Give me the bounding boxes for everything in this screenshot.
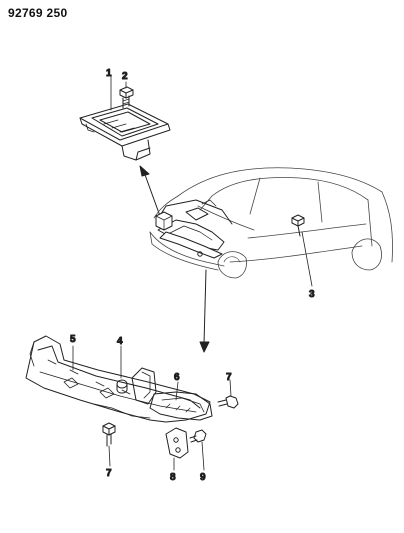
bushing bbox=[116, 345, 128, 394]
arrow-to-tray bbox=[139, 165, 161, 217]
crossmember-bracket bbox=[131, 367, 157, 405]
callout-2: 2 bbox=[122, 71, 128, 82]
callout-7-right: 7 bbox=[226, 372, 232, 383]
crossmember-bolt-left bbox=[102, 422, 116, 467]
plate-bolt bbox=[189, 429, 207, 471]
callout-6: 6 bbox=[174, 372, 180, 383]
front-crossmember bbox=[25, 335, 211, 423]
callout-7-left: 7 bbox=[106, 468, 112, 479]
callout-8: 8 bbox=[170, 472, 176, 483]
battery-tray bbox=[79, 103, 171, 161]
callout-3: 3 bbox=[309, 289, 315, 300]
crossmember-rear-section bbox=[93, 391, 213, 421]
engine-bay bbox=[155, 199, 233, 259]
leader-lines-upper bbox=[110, 75, 127, 111]
callout-1: 1 bbox=[106, 68, 112, 79]
document-number: 92769 250 bbox=[8, 6, 68, 20]
callout-4: 4 bbox=[117, 336, 123, 347]
arrow-to-crossmember bbox=[199, 269, 210, 353]
leader-lines-lower bbox=[72, 345, 179, 401]
crossmember-bolt-right bbox=[217, 379, 239, 409]
callout-5: 5 bbox=[70, 334, 76, 345]
fender-bolt bbox=[291, 214, 313, 287]
vehicle-body bbox=[149, 167, 393, 279]
callout-labels: 1 2 3 4 5 6 7 7 8 9 bbox=[70, 68, 316, 484]
tray-bolt bbox=[119, 86, 134, 109]
mounting-plate bbox=[165, 427, 189, 471]
callout-9: 9 bbox=[200, 472, 206, 483]
